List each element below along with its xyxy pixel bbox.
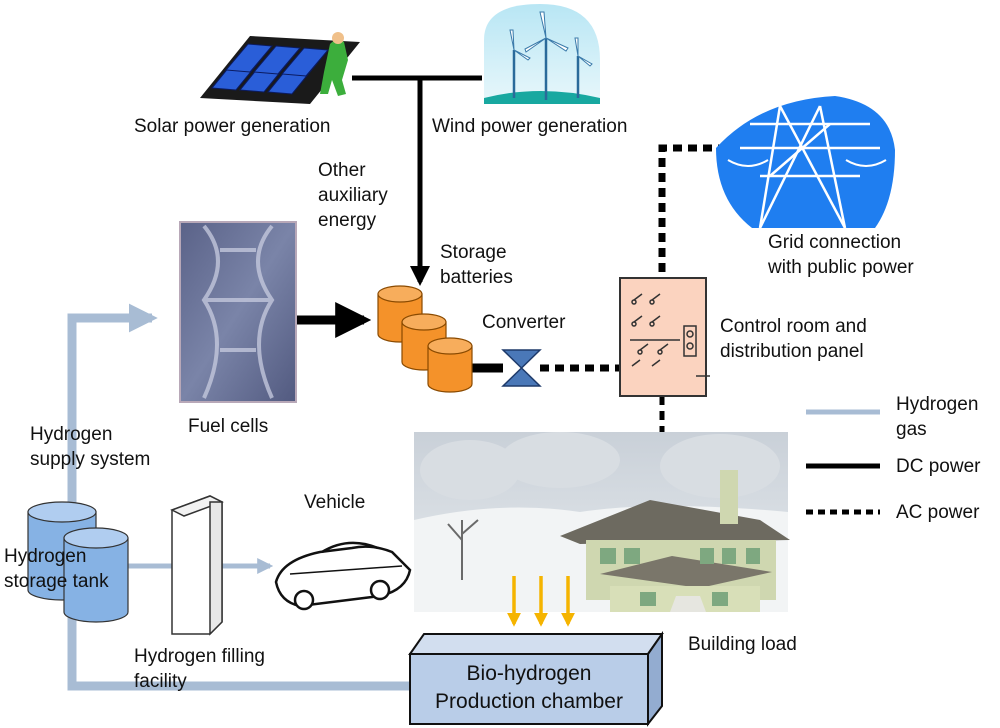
- other-energy-label: Other auxiliary energy: [318, 160, 388, 231]
- hydrogen-line-supply: [67, 303, 158, 510]
- legend-ac-label: AC power: [896, 502, 980, 523]
- legend-lines: [806, 409, 880, 515]
- storage-batteries-label: Storage batteries: [440, 242, 513, 288]
- grid-label: Grid connection with public power: [768, 232, 914, 278]
- converter-label: Converter: [482, 312, 566, 333]
- legend-hydrogen-label: Hydrogen gas: [896, 394, 979, 440]
- distribution-panel-icon: [619, 277, 710, 397]
- fuel-cells-label: Fuel cells: [188, 416, 269, 437]
- battery-cylinder-icon: [377, 285, 473, 393]
- wind-label: Wind power generation: [432, 116, 628, 137]
- solar-label: Solar power generation: [134, 116, 331, 137]
- hydrogen-supply-label: Hydrogen supply system: [30, 424, 151, 470]
- house-icon: [414, 432, 790, 612]
- filling-station-icon: [170, 495, 224, 636]
- transmission-tower-icon: [716, 96, 895, 229]
- hydrogen-line-bio-return: [67, 615, 410, 691]
- control-room-label: Control room and distribution panel: [720, 316, 867, 362]
- wind-turbine-icon: [484, 4, 600, 104]
- bio-chamber-icon: [408, 630, 664, 727]
- heat-arrows: [507, 576, 575, 627]
- legend-dc-label: DC power: [896, 456, 981, 477]
- converter-icon: [501, 349, 542, 387]
- hydrogen-tank-icon: [27, 501, 129, 623]
- vehicle-label: Vehicle: [304, 492, 366, 513]
- bio-hydrogen-label: Bio-hydrogen Production chamber: [435, 662, 623, 713]
- fuel-cell-icon: [179, 221, 297, 403]
- building-load-label: Building load: [688, 634, 797, 655]
- dc-power-lines: [296, 75, 503, 373]
- car-icon: [274, 541, 412, 611]
- hydrogen-storage-label: Hydrogen storage tank: [4, 546, 109, 592]
- solar-panel-icon: [200, 32, 360, 104]
- hydrogen-filling-label: Hydrogen filling facility: [134, 646, 265, 692]
